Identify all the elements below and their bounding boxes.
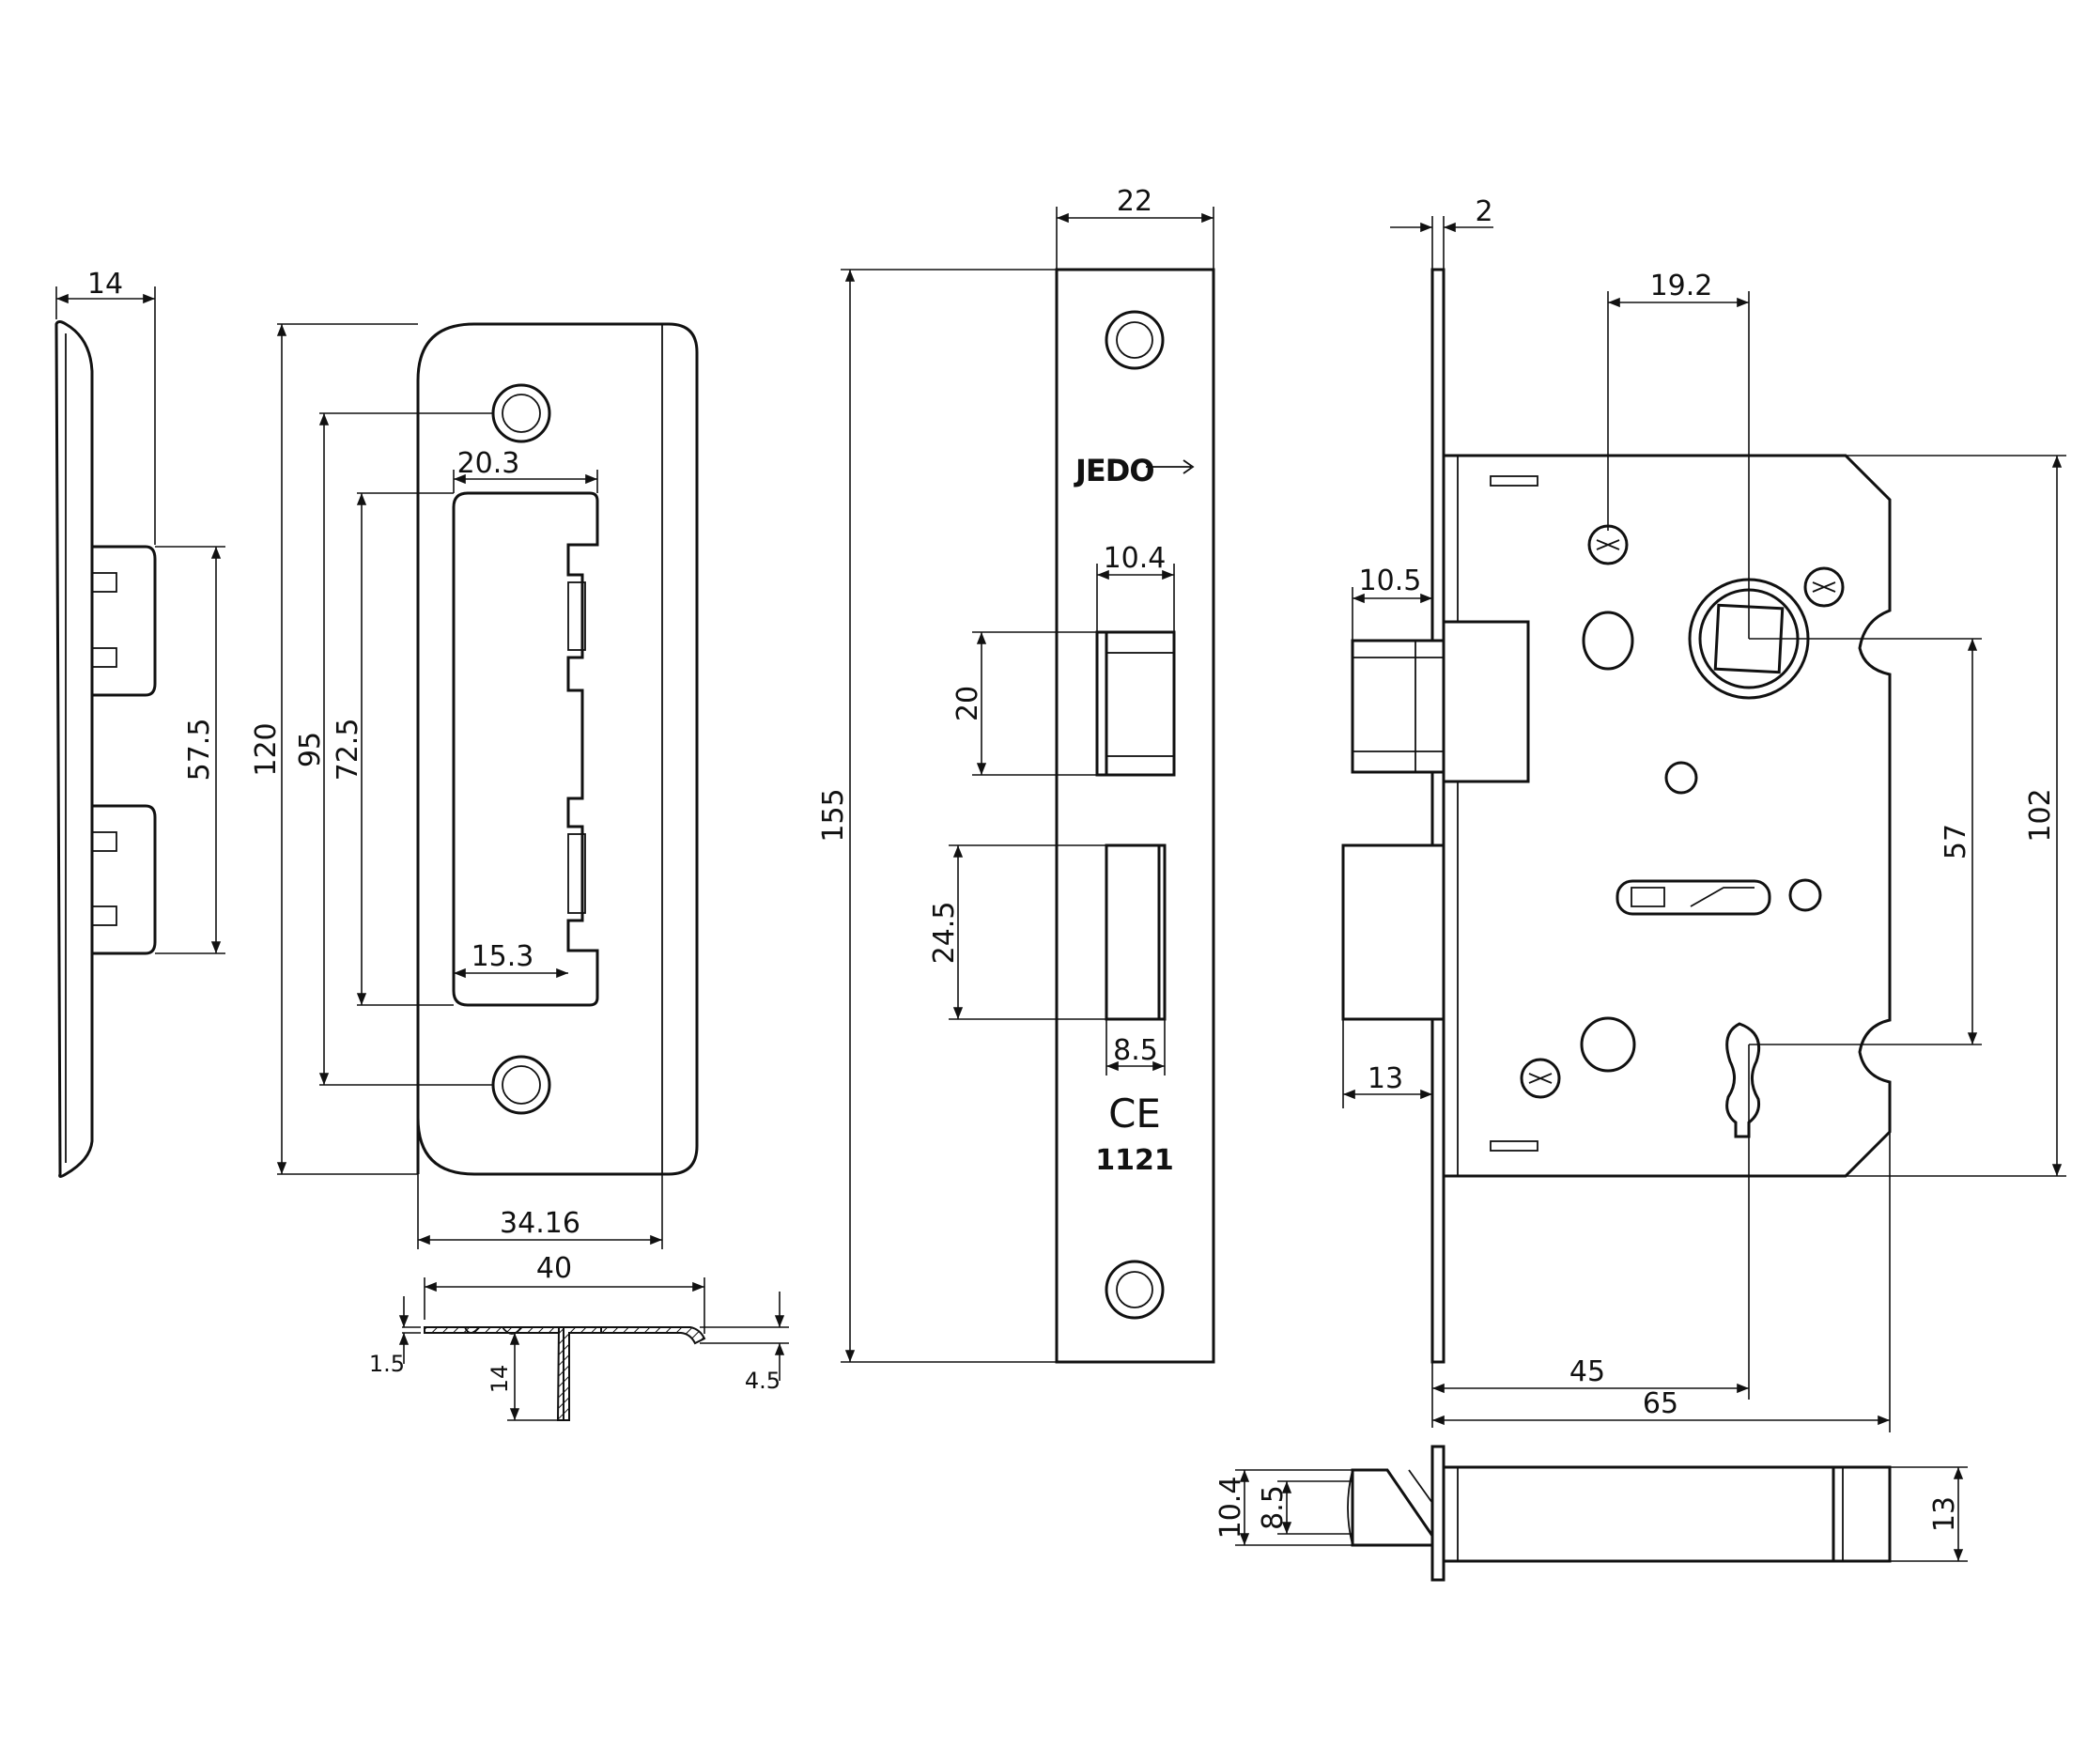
forend-plate [1055, 268, 1215, 1364]
dim-latch-height: 20 [951, 686, 984, 721]
strike-front-view: 120 95 72.5 20.3 15.3 34.16 [250, 322, 699, 1249]
dim-faceplate-height: 155 [817, 788, 850, 842]
ce-mark: CE [1108, 1091, 1161, 1137]
dim-strike-lug-spacing: 57.5 [183, 719, 216, 781]
dim-centres: 57 [1940, 824, 1972, 859]
dim-forend-thickness: 2 [1475, 195, 1492, 228]
bottom-plan-view: 10.4 8.5 13 [1214, 1445, 1968, 1582]
dim-strike-hole-centers: 95 [294, 732, 327, 767]
dim-strike-height: 120 [250, 722, 283, 776]
dim-case-depth: 65 [1643, 1387, 1678, 1420]
dim-bottom-case-thickness: 13 [1928, 1496, 1961, 1532]
dim-bolt-projection: 13 [1368, 1062, 1403, 1095]
follower-square [1713, 603, 1785, 674]
dim-section-lip-depth: 14 [487, 1365, 513, 1394]
dim-bottom-bolt-height: 8.5 [1257, 1485, 1290, 1530]
forend-deadbolt [1105, 843, 1167, 1021]
dim-case-height: 102 [2024, 788, 2057, 842]
notified-body-number: 1121 [1095, 1144, 1174, 1177]
dim-strike-opening-width: 20.3 [457, 447, 520, 480]
bottom-forend [1430, 1445, 1445, 1582]
dim-follower-to-keyhole: 19.2 [1650, 270, 1713, 302]
dim-section-return: 4.5 [745, 1368, 781, 1394]
case-body [1444, 454, 1892, 1178]
dim-bolt-width: 8.5 [1113, 1034, 1158, 1067]
dim-latch-projection: 10.5 [1359, 565, 1422, 597]
case-forend [1430, 268, 1445, 1364]
dim-strike-width: 34.16 [500, 1207, 580, 1240]
dim-section-width: 40 [536, 1252, 572, 1285]
dim-section-thickness: 1.5 [369, 1351, 405, 1377]
dim-strike-opening-height: 72.5 [332, 719, 364, 781]
dim-bottom-latch-height: 10.4 [1214, 1477, 1247, 1540]
dead-bolt [1341, 843, 1445, 1021]
strike-side-view: 14 57.5 [54, 268, 225, 1178]
dim-faceplate-width: 22 [1117, 185, 1152, 218]
dim-strike-flange: 14 [87, 268, 123, 301]
screw-bottom [1520, 1058, 1561, 1099]
jedo-logo: JEDO [1074, 453, 1154, 488]
keyhole [1725, 1022, 1761, 1138]
dim-latch-width: 10.4 [1104, 542, 1167, 575]
strike-top-hole [491, 383, 551, 443]
forend-top-screw-hole [1105, 310, 1165, 370]
bottom-case [1442, 1465, 1892, 1563]
dim-strike-lower-width: 15.3 [472, 940, 534, 973]
latch-bolt [1351, 639, 1445, 774]
dim-bolt-height: 24.5 [928, 902, 961, 965]
forend-bottom-screw-hole [1105, 1260, 1165, 1320]
strike-bottom-hole [491, 1055, 551, 1115]
strike-section-view: 40 1.5 14 4.5 [369, 1252, 789, 1421]
forend-front-view: JEDO CE 1121 22 155 10.4 20 24.5 8.5 [817, 185, 1215, 1364]
lock-case-side-view: 2 19.2 10.5 13 57 102 45 65 [1341, 195, 2066, 1432]
dim-backset: 45 [1569, 1355, 1605, 1388]
